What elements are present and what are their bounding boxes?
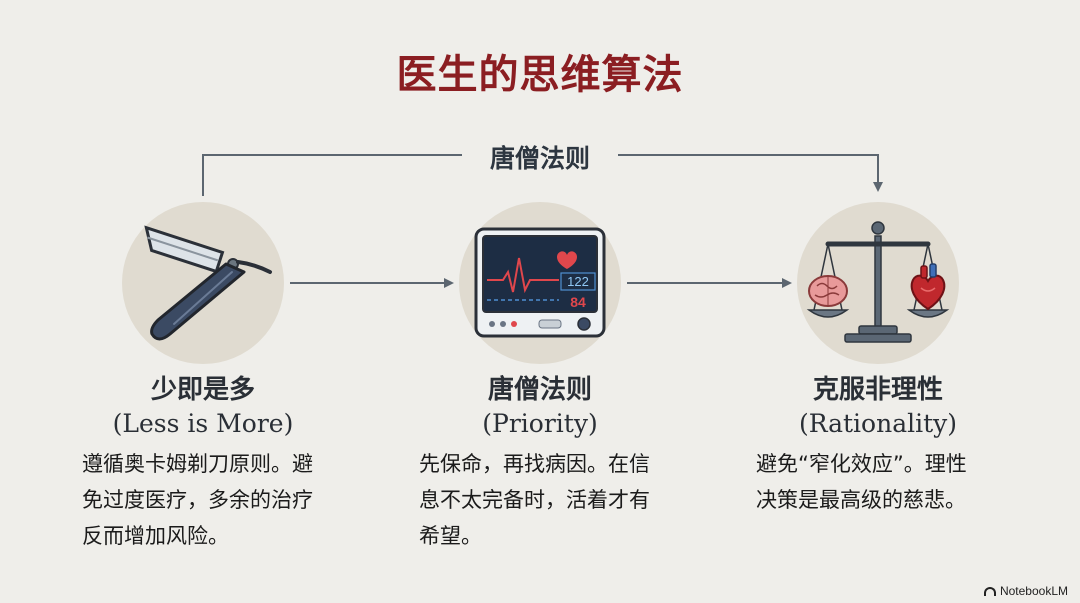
step2-description: 先保命，再找病因。在信 息不太完备时，活着才有 希望。 — [419, 446, 681, 554]
step1-icon-circle — [122, 202, 284, 364]
heart-organ-icon — [912, 264, 945, 309]
brand-watermark: NotebookLM — [984, 584, 1068, 598]
step3-heading: 克服非理性 (Rationality) — [728, 373, 1028, 440]
desc-line: 先保命，再找病因。在信 — [419, 446, 681, 482]
desc-line: 遵循奥卡姆剃刀原则。避 — [82, 446, 344, 482]
monitor-bottom-value: 84 — [570, 294, 586, 310]
desc-line: 希望。 — [419, 518, 681, 554]
balance-scale-icon — [797, 202, 959, 364]
step3-title-zh: 克服非理性 — [728, 373, 1028, 407]
brand-label: NotebookLM — [1000, 584, 1068, 598]
razor-icon — [122, 202, 284, 364]
step2-title-en: (Priority) — [390, 407, 690, 440]
desc-line: 决策是最高级的慈悲。 — [756, 482, 1018, 518]
step1-heading: 少即是多 (Less is More) — [53, 373, 353, 440]
desc-line: 免过度医疗，多余的治疗 — [82, 482, 344, 518]
step3-icon-circle — [797, 202, 959, 364]
vital-monitor-icon: 122 84 — [459, 202, 621, 364]
step2-icon-circle: 122 84 — [459, 202, 621, 364]
step1-title-en: (Less is More) — [53, 407, 353, 440]
step1-description: 遵循奥卡姆剃刀原则。避 免过度医疗，多余的治疗 反而增加风险。 — [82, 446, 344, 554]
step3-description: 避免“窄化效应”。理性 决策是最高级的慈悲。 — [756, 446, 1018, 518]
step3-title-en: (Rationality) — [728, 407, 1028, 440]
bracket-label: 唐僧法则 — [462, 139, 618, 175]
monitor-top-value: 122 — [567, 274, 589, 289]
step2-title-zh: 唐僧法则 — [390, 373, 690, 407]
desc-line: 息不太完备时，活着才有 — [419, 482, 681, 518]
brain-icon — [809, 276, 847, 306]
step1-title-zh: 少即是多 — [53, 373, 353, 407]
desc-line: 反而增加风险。 — [82, 518, 344, 554]
step2-heading: 唐僧法则 (Priority) — [390, 373, 690, 440]
notebooklm-logo-icon — [984, 587, 996, 596]
desc-line: 避免“窄化效应”。理性 — [756, 446, 1018, 482]
